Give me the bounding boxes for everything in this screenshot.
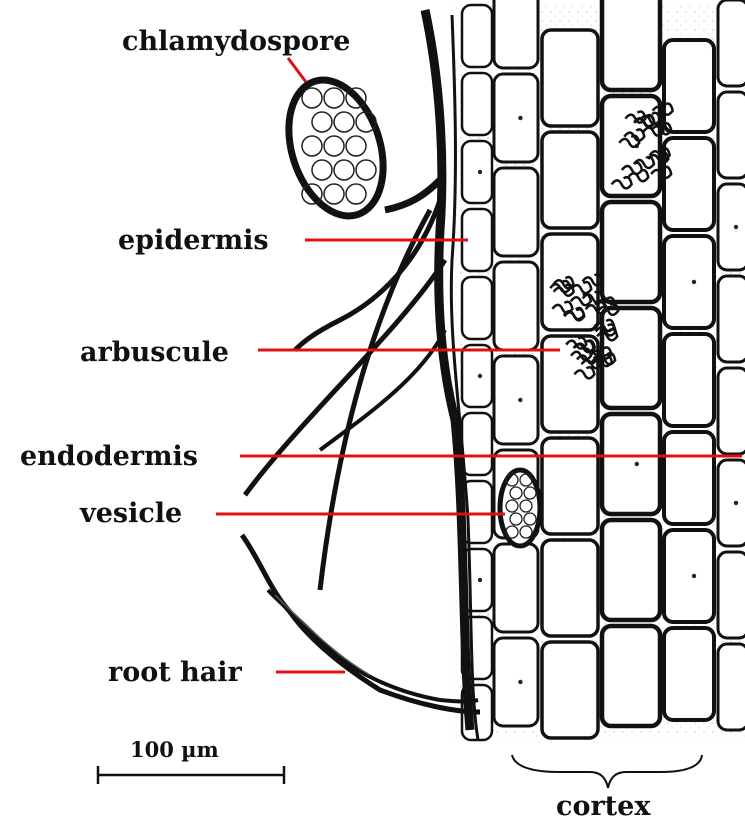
cortex-cell xyxy=(494,0,538,68)
cortex-cell xyxy=(718,0,745,86)
cortex-cell xyxy=(462,141,492,203)
cortex-cell xyxy=(462,277,492,339)
label-chlamydospore: chlamydospore xyxy=(122,26,350,57)
cortex-cell xyxy=(718,552,745,638)
scale-bar xyxy=(98,766,284,784)
label-vesicle: vesicle xyxy=(79,498,182,529)
leader-chlamydospore xyxy=(288,58,306,82)
label-epidermis: epidermis xyxy=(118,225,269,256)
cortex-cell xyxy=(718,460,745,546)
cortex-cell xyxy=(542,132,598,228)
cell-nucleus xyxy=(478,170,482,174)
cortex-cell xyxy=(602,626,660,726)
spore-attachment xyxy=(385,180,440,210)
cell-nucleus xyxy=(518,116,522,120)
cortex-cell xyxy=(494,74,538,162)
cortex-cell xyxy=(602,520,660,620)
root-hair-structure xyxy=(242,535,480,712)
vesicle-structure xyxy=(500,470,540,546)
hypha xyxy=(320,210,430,590)
cortex-cell xyxy=(664,138,714,230)
cortex-cell xyxy=(718,276,745,362)
chlamydospore-structure xyxy=(273,68,400,228)
cortex-cell xyxy=(718,368,745,454)
cortex-cell xyxy=(542,234,598,330)
cortex-cell xyxy=(542,438,598,534)
cortex-cell xyxy=(664,236,714,328)
hypha xyxy=(245,260,445,495)
label-root-hair: root hair xyxy=(108,657,242,688)
cell-nucleus xyxy=(478,578,482,582)
cell-nucleus xyxy=(518,680,522,684)
cortex-cell xyxy=(494,356,538,444)
cell-nucleus xyxy=(692,280,696,284)
cortex-cell xyxy=(462,73,492,135)
cortex-cell xyxy=(664,432,714,524)
cortex-cell xyxy=(664,334,714,426)
cortex-cell xyxy=(718,184,745,270)
cortex-cell xyxy=(718,92,745,178)
cortex-cell xyxy=(462,345,492,407)
cortex-cell xyxy=(664,628,714,720)
label-endodermis: endodermis xyxy=(20,441,198,472)
cortex-cell xyxy=(542,642,598,738)
cell-nucleus xyxy=(734,501,738,505)
cortex-cell xyxy=(602,414,660,514)
cell-nucleus xyxy=(635,462,639,466)
label-arbuscule: arbuscule xyxy=(80,337,229,368)
cortex-bracket xyxy=(512,755,702,788)
cell-nucleus xyxy=(734,225,738,229)
cell-nucleus xyxy=(518,398,522,402)
cortex-cell xyxy=(462,413,492,475)
cortex-cell xyxy=(718,644,745,730)
cortex-cells xyxy=(462,0,745,740)
cortex-cell xyxy=(664,530,714,622)
scale-bar-label: 100 µm xyxy=(130,737,219,762)
cortex-cell xyxy=(494,544,538,632)
cortex-cell xyxy=(602,202,660,302)
cortex-cell xyxy=(494,638,538,726)
cortex-cell xyxy=(602,0,660,90)
cortex-cell xyxy=(542,540,598,636)
cortex-cell xyxy=(664,40,714,132)
cortex-cell xyxy=(494,262,538,350)
cortex-cell xyxy=(494,168,538,256)
cortex-cell xyxy=(462,5,492,67)
cortex-cell xyxy=(542,30,598,126)
hypha xyxy=(295,200,440,350)
label-cortex: cortex xyxy=(556,791,651,822)
cell-nucleus xyxy=(692,574,696,578)
cell-nucleus xyxy=(478,374,482,378)
